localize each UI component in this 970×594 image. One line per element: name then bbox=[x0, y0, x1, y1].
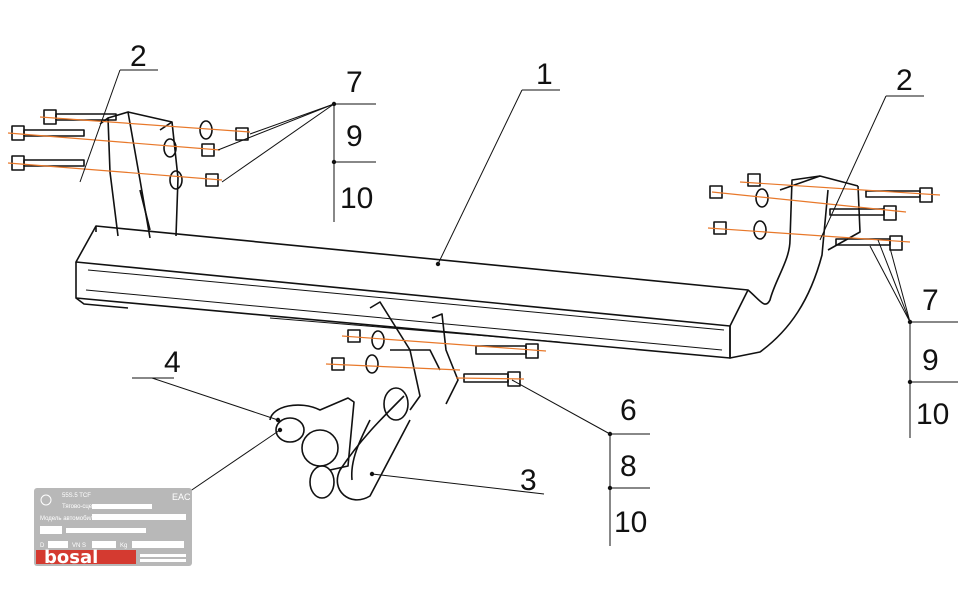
bosal-logo: bosal bbox=[44, 547, 98, 568]
callout-left-7: 7 bbox=[346, 66, 363, 99]
leader-lines bbox=[79, 69, 958, 546]
callout-1: 1 bbox=[536, 58, 553, 91]
plate-row-1: 55S.5 TCF bbox=[62, 493, 91, 499]
right-bracket bbox=[729, 175, 861, 359]
tow-bar-beam bbox=[75, 225, 749, 359]
plate-row-3: Модель автомобиля bbox=[40, 516, 97, 522]
callout-bottom-8: 8 bbox=[620, 450, 637, 483]
callout-right-10: 10 bbox=[916, 398, 949, 431]
callout-2-right: 2 bbox=[896, 64, 913, 97]
callout-4: 4 bbox=[164, 346, 181, 379]
ball-neck-assembly bbox=[269, 301, 459, 501]
plate-row-4: D bbox=[40, 543, 45, 549]
callout-left-9: 9 bbox=[346, 120, 363, 153]
plate-row-2: Тягово-сцепное bbox=[62, 504, 106, 510]
bolt-axes bbox=[7, 116, 941, 380]
plate-row-6: Kg bbox=[120, 543, 127, 549]
plate-row-5: VN S bbox=[72, 543, 86, 549]
callout-left-10: 10 bbox=[340, 182, 373, 215]
callout-right-7: 7 bbox=[922, 284, 939, 317]
callout-right-9: 9 bbox=[922, 344, 939, 377]
callout-3: 3 bbox=[520, 464, 537, 497]
bosal-label-plate: 55S.5 TCF EAC Тягово-сцепное Модель авто… bbox=[34, 488, 192, 568]
leader-dots bbox=[275, 101, 913, 491]
callout-2-left: 2 bbox=[130, 40, 147, 73]
callout-bottom-10: 10 bbox=[614, 506, 647, 539]
fasteners-bottom bbox=[331, 329, 539, 387]
callout-bottom-6: 6 bbox=[620, 394, 637, 427]
plate-cert-mark: EAC bbox=[172, 492, 191, 502]
